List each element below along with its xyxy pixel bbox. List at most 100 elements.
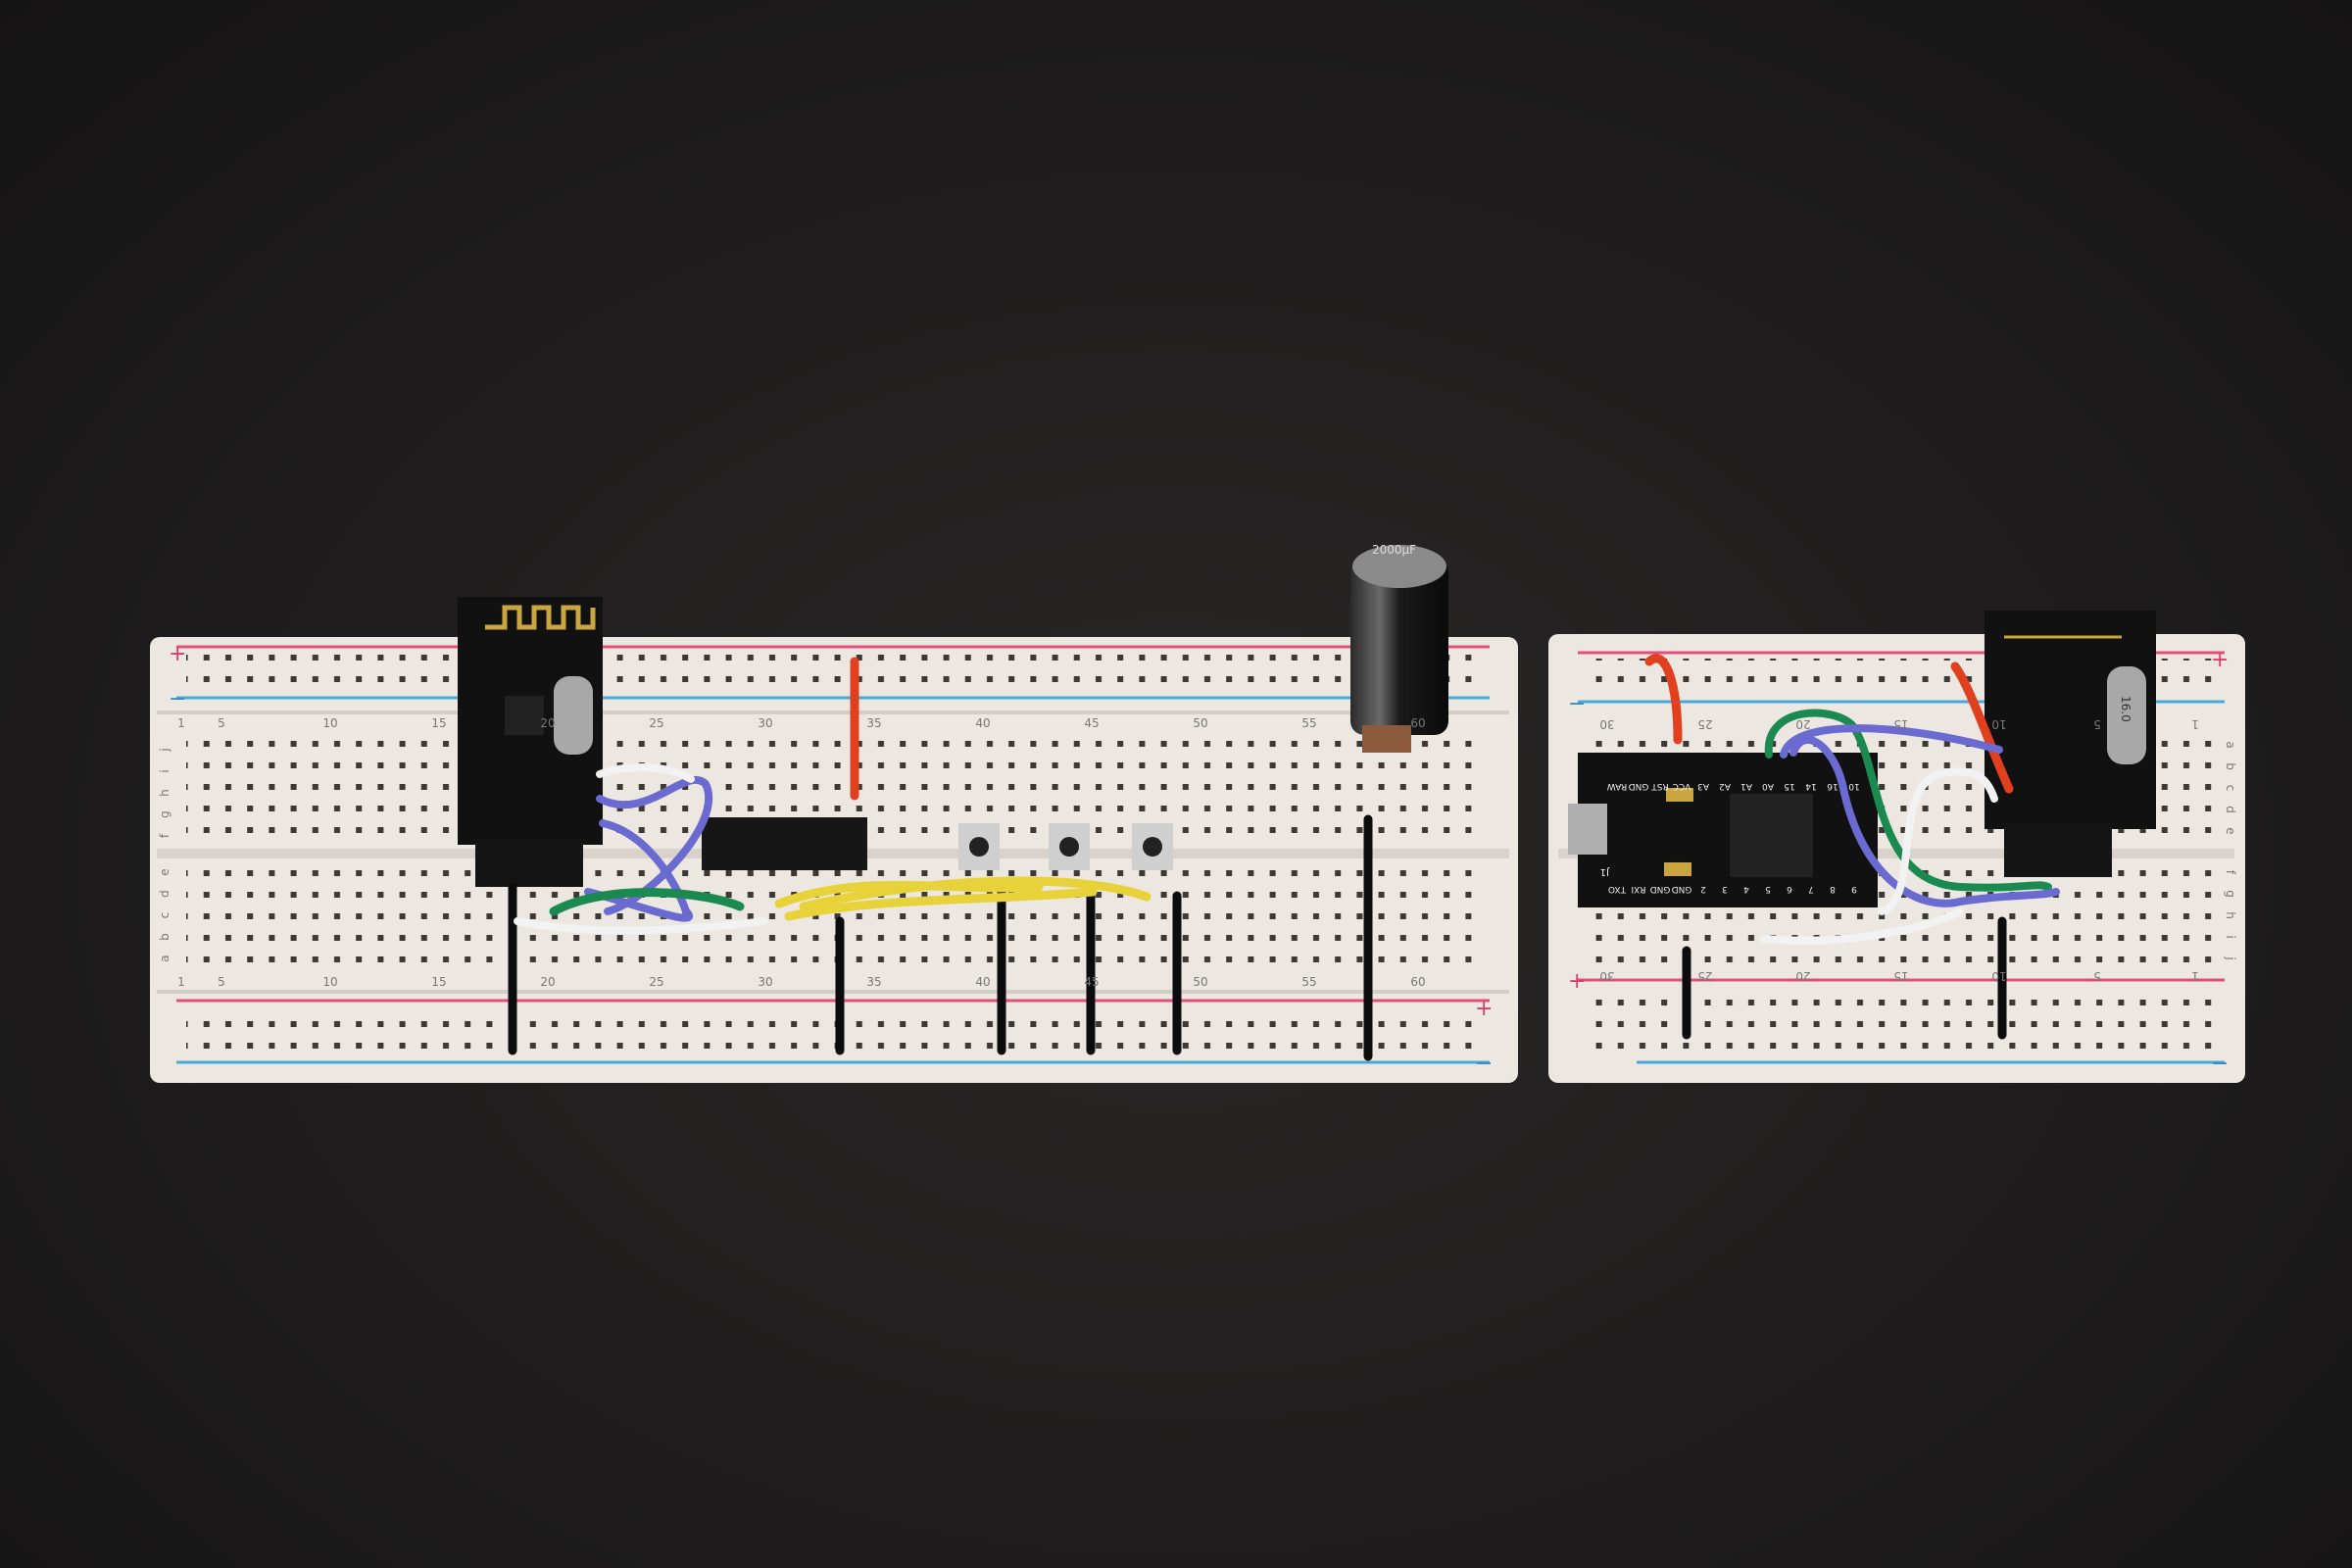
left-bottom-terminal-holes [186, 862, 1480, 970]
row-letter: c [158, 912, 172, 919]
wire-yellow [784, 887, 1098, 921]
wire-white [1760, 907, 1964, 945]
pin-label: TXO [1608, 884, 1627, 894]
row-letter: i [2224, 935, 2237, 938]
pin-label: 3 [1722, 884, 1728, 894]
row-letter: h [2224, 911, 2237, 919]
column-number: 50 [1193, 716, 1207, 730]
pin-label: A0 [1762, 781, 1774, 791]
row-letter: i [158, 769, 172, 772]
push-buttons [958, 823, 1173, 870]
crystal-oscillator [2107, 666, 2146, 764]
antenna-trace-icon [485, 605, 596, 630]
pin-label: RXI [1631, 884, 1645, 894]
row-letter: e [2224, 827, 2237, 834]
row-letter: b [2224, 762, 2237, 770]
pin-label: 2 [1700, 884, 1706, 894]
pin-label: 16 [1827, 781, 1838, 791]
j1-label: J1 [1600, 866, 1610, 877]
pin-label: VCC [1673, 781, 1691, 791]
column-number: 15 [1893, 717, 1908, 731]
right-bottom-rail-holes [1588, 990, 2215, 1054]
column-number: 60 [1410, 975, 1425, 989]
column-number: 20 [540, 716, 555, 730]
crystal-marking: 16.0 [2119, 696, 2132, 722]
pin-label: 6 [1787, 884, 1792, 894]
pin-label: 4 [1743, 884, 1749, 894]
right-rail-minus-label: − [1568, 692, 1586, 716]
right-rail-minus-label-bottom: − [2211, 1052, 2229, 1076]
column-number: 50 [1193, 975, 1207, 989]
column-number: 45 [1084, 975, 1099, 989]
row-letter: a [158, 955, 172, 961]
pin-label: 15 [1784, 781, 1794, 791]
column-number: 20 [540, 975, 555, 989]
column-number: 1 [177, 975, 185, 989]
row-letter: h [158, 789, 172, 797]
right-rail-plus-label-bottom: + [1568, 969, 1586, 994]
column-number: 1 [177, 716, 185, 730]
column-number: 25 [1697, 717, 1712, 731]
pin-label: 14 [1805, 781, 1817, 791]
left-wires [508, 657, 1373, 1061]
wire-blue [1780, 724, 2003, 759]
column-number: 60 [1410, 716, 1425, 730]
wire-blue [1789, 736, 2060, 907]
column-number: 10 [322, 975, 337, 989]
column-number: 55 [1301, 716, 1316, 730]
column-number: 5 [2093, 717, 2101, 731]
pin-label: RAW [1607, 781, 1628, 791]
wire-red [1644, 654, 1683, 745]
column-number: 10 [1991, 969, 2006, 983]
row-letter: g [158, 810, 172, 818]
row-letter: f [2224, 870, 2237, 875]
row-letter: c [2224, 785, 2237, 792]
column-number: 15 [431, 975, 446, 989]
column-number: 20 [1795, 969, 1810, 983]
column-number: 30 [1599, 969, 1614, 983]
column-number: 15 [1893, 969, 1908, 983]
left-rail-plus-label: + [169, 642, 186, 666]
pin-label: A1 [1740, 781, 1752, 791]
column-number: 35 [866, 975, 881, 989]
pin-label: GND [1629, 781, 1649, 791]
column-number: 1 [2191, 969, 2199, 983]
left-rail-minus-label-bottom: − [1475, 1052, 1493, 1076]
column-number: 25 [649, 975, 663, 989]
column-number: 40 [975, 716, 990, 730]
pin-label: GND [1672, 884, 1692, 894]
pin-label: 10 [1848, 781, 1860, 791]
column-number: 5 [218, 716, 225, 730]
left-top-rail-holes [186, 655, 1480, 694]
left-nrf24-module [458, 597, 603, 887]
wire-green [549, 888, 745, 916]
tantalum-capacitor [1666, 788, 1693, 802]
row-letter: d [2224, 806, 2237, 813]
left-bottom-rail-holes [186, 1009, 1480, 1056]
wire-white [1878, 767, 1998, 915]
pin-label: 7 [1808, 884, 1814, 894]
column-number: 40 [975, 975, 990, 989]
column-number: 5 [2093, 969, 2101, 983]
pin-label: 9 [1851, 884, 1857, 894]
column-number: 10 [1991, 717, 2006, 731]
push-button-3-cap [1143, 837, 1162, 857]
dip-ic-chip [702, 817, 867, 870]
row-letter: j [2224, 956, 2237, 959]
column-number: 1 [2191, 717, 2199, 731]
row-letter: a [2224, 741, 2237, 748]
pro-micro-pcb [1578, 753, 1878, 907]
row-letter: b [158, 933, 172, 941]
left-board-divider [157, 710, 1509, 714]
right-nrf24-module: 16.0 [1984, 611, 2156, 877]
push-button-1-cap [969, 837, 989, 857]
push-button-2-cap [1059, 837, 1079, 857]
capacitor-body [1350, 559, 1448, 735]
